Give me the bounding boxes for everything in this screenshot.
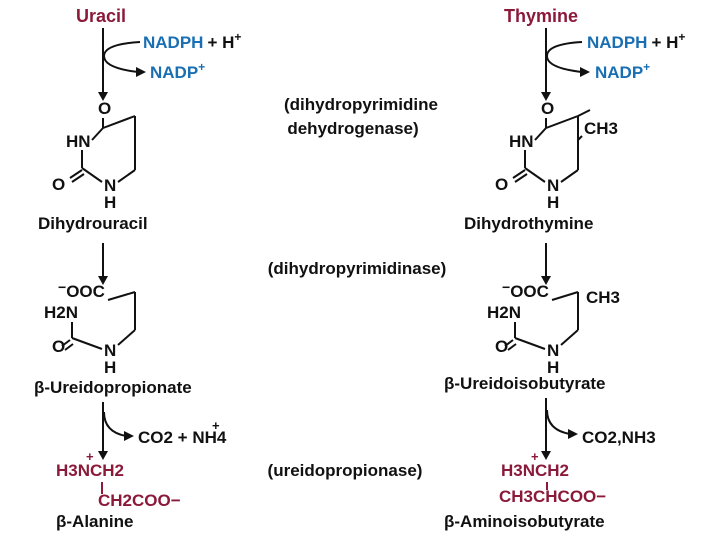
atom-hn: HN xyxy=(509,132,534,151)
amine-h2n: H2N xyxy=(487,303,521,322)
carboxylate: −OOC xyxy=(58,279,105,301)
atom-n: N xyxy=(547,176,559,195)
arrow-head xyxy=(568,429,578,439)
atom-o-top: O xyxy=(541,99,554,118)
atom-h: H xyxy=(104,193,116,212)
carboxylate: −OOC xyxy=(502,279,549,301)
arrow-head xyxy=(136,67,146,77)
dihydrouracil-structure: O HN O N H xyxy=(52,99,136,212)
atom-h: H xyxy=(547,193,559,212)
atom-o-top: O xyxy=(98,99,111,118)
charge-plus: + xyxy=(212,418,220,433)
atom-n: N xyxy=(104,341,116,360)
enzyme-labels: (dihydropyrimidine dehydrogenase) (dihyd… xyxy=(268,95,447,480)
amine-h2n: H2N xyxy=(44,303,78,322)
aminoisobutyrate-line2: CH3CHCOO− xyxy=(499,487,606,506)
enzyme-dpd-line1: (dihydropyrimidine xyxy=(284,95,438,114)
nadph-in: NADPH+ H+ xyxy=(143,30,241,52)
ureidoisobutyrate-structure: −OOC CH3 H2N O N H xyxy=(487,279,620,377)
atom-n: N xyxy=(104,176,116,195)
byproduct-curve xyxy=(546,409,571,435)
beta-aminoisobutyrate-label: β-Aminoisobutyrate xyxy=(444,512,605,531)
ureidopropionate-structure: −OOC H2N O N H xyxy=(44,279,136,377)
dihydrothymine-label: Dihydrothymine xyxy=(464,214,593,233)
nadph-in: NADPH+ H+ xyxy=(587,30,685,52)
arrow-head xyxy=(541,92,551,101)
arrow-head xyxy=(98,92,108,101)
ureidoisobutyrate-label: β-Ureidoisobutyrate xyxy=(444,374,606,393)
thymine-label: Thymine xyxy=(504,6,578,26)
arrow-head xyxy=(541,276,551,285)
atom-h: H xyxy=(547,358,559,377)
cofactor-curve xyxy=(102,41,141,73)
enzyme-dpd-line2: dehydrogenase) xyxy=(287,119,418,138)
byproduct-co2-nh4: CO2 + NH4 xyxy=(138,428,227,447)
atom-n: N xyxy=(547,341,559,360)
thymine-pathway: Thymine NADPH+ H+ NADP+ O CH3 HN O N H xyxy=(444,6,685,531)
arrow-head xyxy=(124,431,134,441)
arrow-head xyxy=(98,451,108,460)
atom-o-left: O xyxy=(495,175,508,194)
nadp-out: NADP+ xyxy=(150,60,205,82)
arrow-head xyxy=(541,451,551,460)
byproduct-curve xyxy=(103,411,127,437)
charge-plus: + xyxy=(86,449,94,464)
charge-plus: + xyxy=(531,449,539,464)
alanine-line1: H3NCH2 xyxy=(56,461,124,480)
dihydrouracil-label: Dihydrouracil xyxy=(38,214,148,233)
arrow-head xyxy=(98,276,108,285)
aminoisobutyrate-line1: H3NCH2 xyxy=(501,461,569,480)
alanine-line2: CH2COO− xyxy=(98,491,181,510)
uracil-pathway: Uracil NADPH+ H+ NADP+ O HN O N H Dihydr… xyxy=(34,6,241,531)
methyl: CH3 xyxy=(584,119,618,138)
ureidopropionate-label: β-Ureidopropionate xyxy=(34,378,192,397)
dihydrothymine-structure: O CH3 HN O N H xyxy=(495,99,618,212)
nadp-out: NADP+ xyxy=(595,60,650,82)
atom-hn: HN xyxy=(66,132,91,151)
byproduct-co2-nh3: CO2,NH3 xyxy=(582,428,656,447)
uracil-label: Uracil xyxy=(76,6,126,26)
atom-o-left: O xyxy=(495,337,508,356)
enzyme-dihydropyrimidinase: (dihydropyrimidinase) xyxy=(268,259,447,278)
methyl: CH3 xyxy=(586,288,620,307)
atom-o-left: O xyxy=(52,175,65,194)
atom-h: H xyxy=(104,358,116,377)
arrow-head xyxy=(580,67,590,77)
cofactor-curve xyxy=(545,41,583,73)
atom-o-left: O xyxy=(52,337,65,356)
enzyme-ureidopropionase: (ureidopropionase) xyxy=(268,461,423,480)
beta-alanine-label: β-Alanine xyxy=(56,512,133,531)
